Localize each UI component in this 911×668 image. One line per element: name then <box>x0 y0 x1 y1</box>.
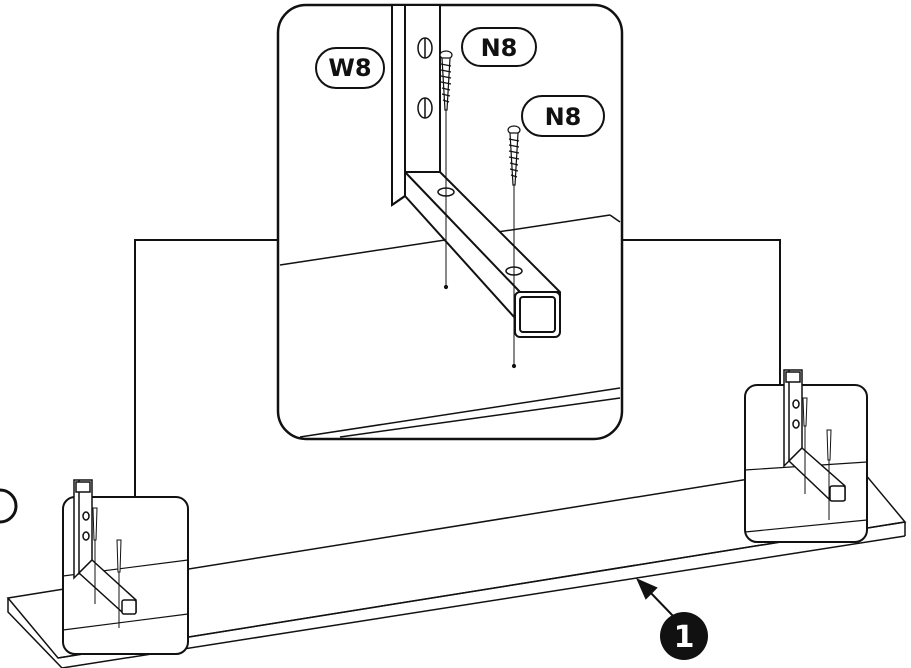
screw-lower <box>507 125 521 369</box>
label-n8-upper: N8 <box>461 27 537 67</box>
callout-zoom-box: W8 N8 N8 <box>276 3 624 441</box>
step-arrow <box>636 578 676 619</box>
partial-circle-edge <box>0 488 18 524</box>
detail-box-left <box>62 479 189 655</box>
callout-connectors <box>134 239 781 497</box>
bracket-left <box>73 479 137 615</box>
svg-text:N8: N8 <box>545 103 582 131</box>
shelf-board <box>6 461 907 668</box>
svg-text:N8: N8 <box>481 34 518 62</box>
screw-upper <box>439 50 453 290</box>
label-n8-lower: N8 <box>521 95 605 137</box>
detail-box-right <box>744 369 868 543</box>
label-w8: W8 <box>315 47 385 89</box>
bracket-right <box>783 369 846 502</box>
svg-text:1: 1 <box>674 620 695 655</box>
bracket-mounting-holes <box>417 37 433 119</box>
svg-text:W8: W8 <box>328 54 371 82</box>
bracket-horizontal-arm <box>404 171 561 338</box>
step-number-badge: 1 <box>660 612 708 660</box>
